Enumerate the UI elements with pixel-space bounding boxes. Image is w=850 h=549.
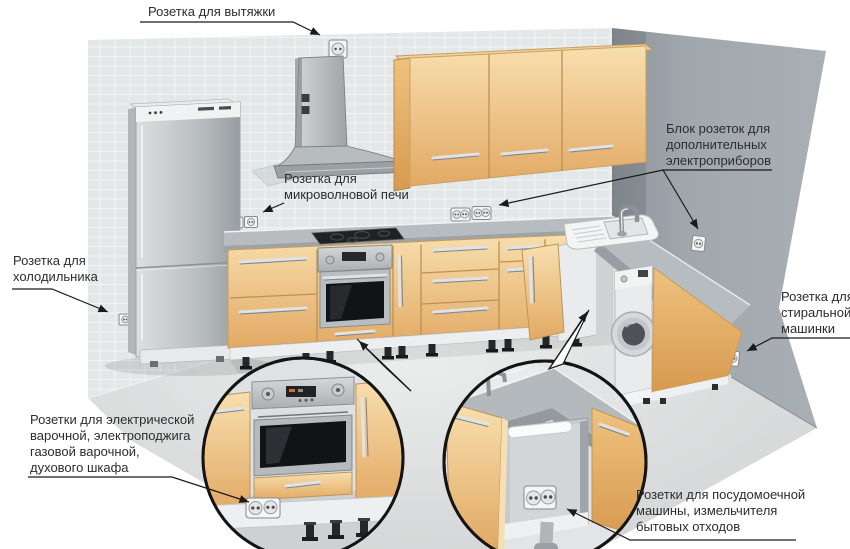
counter-outlet-block-icon [450,206,492,222]
fridge-handle-slot [219,106,231,110]
oven-display [342,252,366,261]
range-hood [251,55,409,187]
oven-knob [325,255,335,265]
callout-fridge-line: Розетка для [13,253,86,268]
right-cabinet-panel [651,267,743,404]
callout-washing-line: Розетка для [781,289,850,304]
detail-pipe [507,420,573,439]
callout-washing-machine: Розетка для стиральной машинки [781,289,850,337]
callout-appliance-line: Блок розеток для [666,121,771,136]
drawer-handles [238,244,540,336]
under-sink-cabinet [521,233,613,343]
built-in-oven [317,244,393,329]
leader-dishwasher [566,508,796,541]
leader-hood [140,21,321,36]
callout-lines [12,21,850,541]
callout-cooking-line: газовой варочной, [30,444,140,459]
callout-dishwasher-line: бытовых отходов [636,519,741,534]
leader-appliance-a [498,169,664,207]
hood-outlet-icon [328,39,348,59]
detail-drain-elbow [534,543,558,549]
callout-fridge-line: холодильника [13,269,98,284]
upper-door-gaps [488,50,563,178]
fridge-foot [150,361,158,367]
callout-cooking-line: варочной, электроподжига [30,428,191,443]
callout-microwave: Розетка для микроволновой печи [284,171,409,203]
upper-cabinet-front [409,45,647,187]
callout-fridge: Розетка для холодильника [13,253,98,285]
hood-chimney [294,55,348,150]
callout-appliance-line: дополнительных [666,137,767,152]
sink-cabinet-open-door [521,243,565,341]
leader-cooking [28,476,250,503]
callout-microwave-line: микроволновой печи [284,187,409,202]
upper-cabinet-side [393,57,411,192]
fridge-foot [216,356,224,362]
corner-cabinet-plinth [652,376,728,401]
oven-knob [375,252,385,262]
callout-washing-line: машинки [781,321,835,336]
oven-outlet-icon [245,497,281,519]
wall-floor-line-right [730,376,818,429]
right-wall-outlet-icon [690,235,706,252]
counter-right-surface [600,216,750,340]
refrigerator [105,98,275,376]
leader-microwave [262,202,285,213]
leader-appliance-b [662,169,699,230]
arrow-to-sink-cabinet [548,311,588,370]
detail-adjustable-feet [212,518,372,545]
callout-washing-line: стиральной [781,305,850,320]
callout-cooking: Розетки для электрической варочной, элек… [30,412,194,476]
sink-drainboard [571,225,607,243]
callout-hood: Розетка для вытяжки [148,4,275,20]
arrow-to-oven-outlet [358,340,412,392]
cooktop [311,227,405,245]
upper-cabinets [393,43,654,192]
drawer-dividers [229,259,546,305]
callout-appliance-block: Блок розеток для дополнительных электроп… [666,121,771,169]
fridge-handle-slot [198,106,214,111]
fridge-front [135,101,241,358]
hood-button [301,94,310,102]
leader-fridge [12,288,109,313]
callout-dishwasher-line: машины, измельчителя [636,503,778,518]
washer-display [638,270,648,277]
callout-hood-line: Розетка для вытяжки [148,4,276,19]
fridge-door-split [135,261,241,269]
dishwasher-outlet-icon [523,485,557,510]
right-wall [612,28,826,428]
callout-cooking-line: Розетки для электрической [30,412,195,427]
callout-dishwasher-line: Розетки для посудомоечной [636,487,806,502]
hood-button [301,106,310,114]
cabinet-feet [242,334,580,366]
leader-washing [746,337,850,352]
upper-door-handles [431,144,614,160]
callout-dishwasher: Розетки для посудомоечной машины, измель… [636,487,805,535]
callout-appliance-line: электроприборов [666,153,771,168]
sink-basin [603,217,649,240]
magnifier-oven-detail [201,356,405,549]
magnifier-sink-detail [442,359,648,549]
washing-machine [610,265,657,412]
base-cabinets [227,232,613,349]
sink [563,204,659,250]
callout-microwave-line: Розетка для [284,171,357,186]
base-cabinet-gaps [316,239,546,342]
washer-knob [620,275,628,283]
callout-cooking-line: духового шкафа [30,460,129,475]
detail-drain-pipe [539,521,554,549]
